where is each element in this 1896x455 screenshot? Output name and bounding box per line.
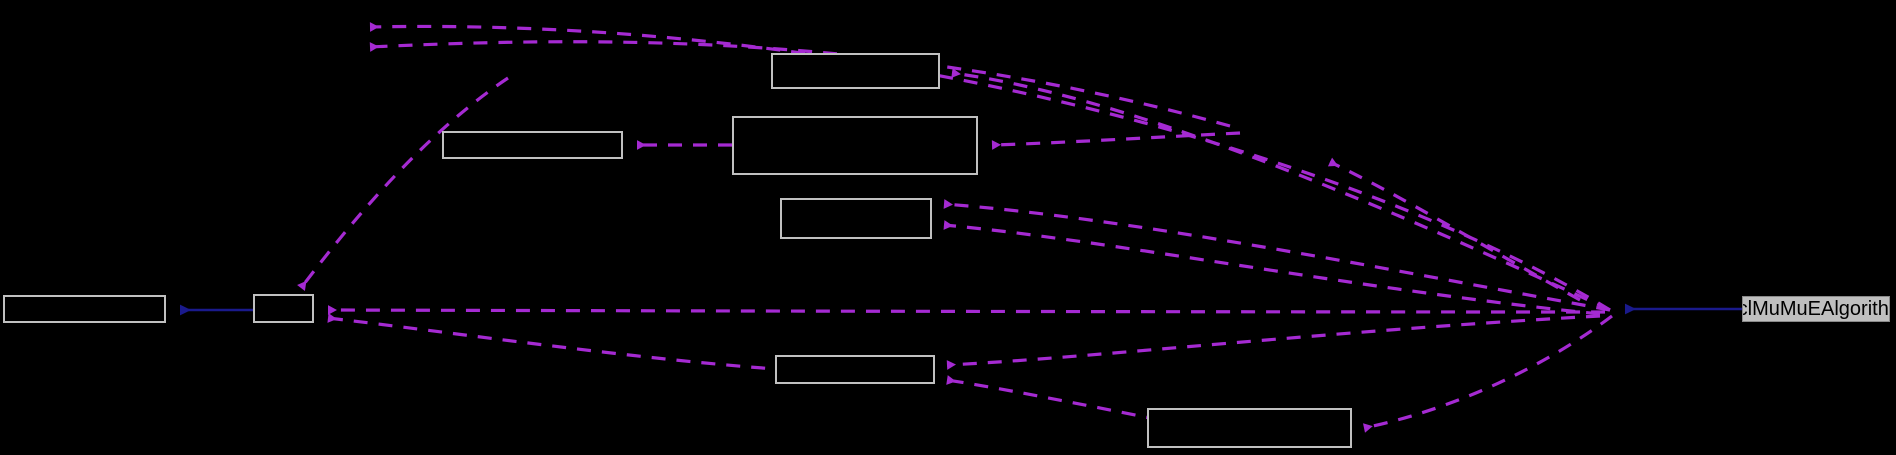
edge-n2-to-n1-curve <box>297 76 509 291</box>
edge-hub-to-topleft-a <box>369 22 1611 312</box>
graph-node-label: eclMuMuEAlgorithm <box>1743 298 1889 320</box>
graph-node-n3[interactable] <box>771 53 940 89</box>
graph-node-n6[interactable] <box>775 355 935 384</box>
solid-inheritance-edges <box>180 303 1742 316</box>
graph-node-n7[interactable] <box>1147 408 1352 448</box>
edge-hub-to-n6-upper <box>946 314 1601 370</box>
edge-hub-to-n1-flat <box>327 305 1606 315</box>
graph-node-n2[interactable] <box>442 131 623 159</box>
graph-node-n8[interactable]: eclMuMuEAlgorithm <box>1742 296 1890 322</box>
graph-node-n5[interactable] <box>780 198 932 239</box>
edge-hub-to-topleft-b <box>369 40 1231 128</box>
graph-node-n0[interactable] <box>3 295 166 323</box>
edge-hub-to-upper-right-stub <box>1327 157 1581 302</box>
edge-n7-to-n6 <box>946 375 1161 422</box>
edge-hub-to-n5-lower <box>943 220 1601 316</box>
edge-hub-to-n5-upper <box>943 199 1611 312</box>
edge-hub-to-n4 <box>991 131 1241 150</box>
dashed-call-edges <box>297 22 1613 433</box>
graph-node-n1[interactable] <box>253 294 314 323</box>
edge-n6-to-n1 <box>327 313 791 372</box>
graph-node-n4[interactable] <box>732 116 978 175</box>
edge-hub-to-n3 <box>951 68 1611 312</box>
edge-hub-to-n7 <box>1362 314 1613 433</box>
